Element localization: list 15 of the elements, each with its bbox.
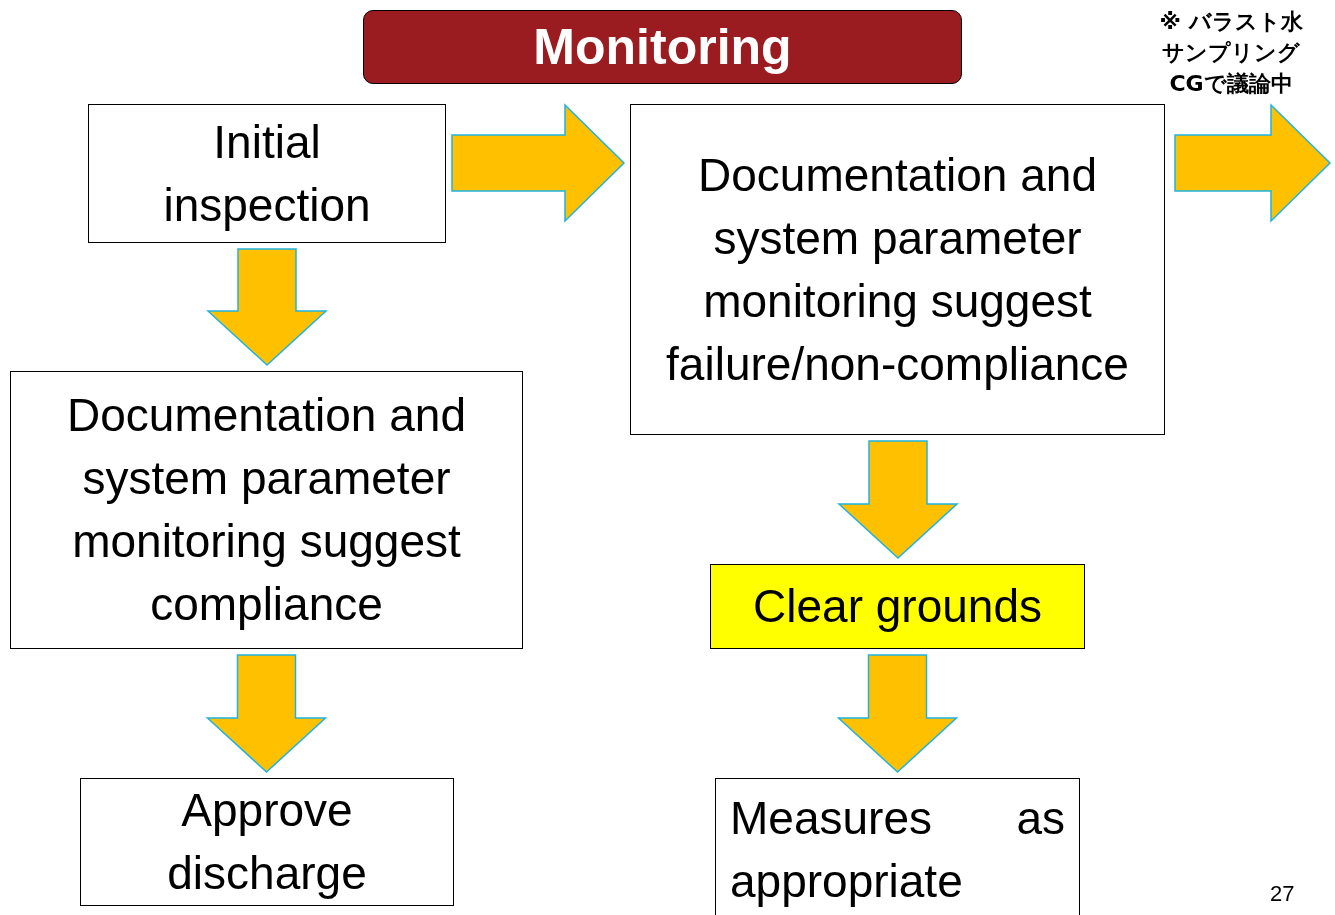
block-arrow: [1174, 103, 1332, 223]
highlight-box: Clear grounds: [710, 564, 1085, 649]
block-arrow: [205, 654, 328, 773]
process-box: Measures as appropriate: [715, 778, 1080, 915]
process-box: Approve discharge: [80, 778, 454, 906]
title-banner: Monitoring: [363, 10, 962, 84]
process-box: Initial inspection: [88, 104, 446, 243]
process-box: Documentation and system parameter monitoring suggest compliance: [10, 371, 523, 649]
block-arrow: [451, 103, 626, 223]
block-arrow: [837, 440, 959, 559]
page-number: 27: [1270, 880, 1296, 908]
process-box: Documentation and system parameter monitoring suggest failure/non-compliance: [630, 104, 1165, 435]
note-text: ※ バラスト水サンプリングCGで議論中: [1158, 8, 1304, 98]
block-arrow: [206, 248, 328, 366]
block-arrow: [836, 654, 959, 773]
